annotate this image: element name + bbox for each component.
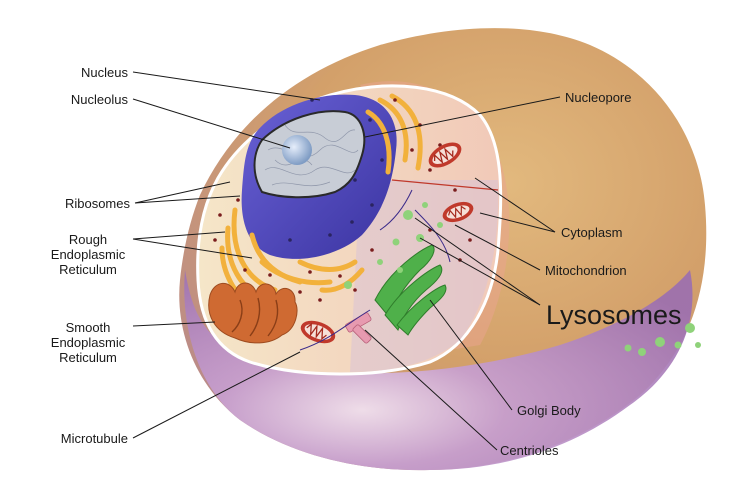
cell-lower-section	[184, 270, 693, 471]
label-rough-er-line-3: Reticulum	[59, 262, 117, 277]
microtubules	[299, 189, 451, 351]
label-smooth-er-line-1: Smooth	[65, 320, 111, 335]
label-microtubule: Microtubule	[60, 431, 128, 446]
golgi-body	[374, 244, 447, 336]
mitochondrion-right	[442, 201, 474, 223]
mitochondrion-upper	[428, 142, 462, 168]
label-nucleopore: Nucleopore	[565, 90, 632, 105]
label-ribosomes: Ribosomes	[64, 196, 130, 211]
label-rough-er: Rough Endoplasmic Reticulum	[46, 232, 130, 277]
label-lysosomes: Lysosomes	[546, 300, 682, 330]
label-smooth-er-line-2: Endoplasmic	[50, 335, 126, 350]
nuclear-pores	[288, 98, 384, 242]
label-rough-er-line-2: Endoplasmic	[50, 247, 126, 262]
label-nucleus: Nucleus	[81, 65, 128, 80]
label-golgi-body: Golgi Body	[517, 403, 581, 418]
centrioles	[345, 312, 372, 344]
lysosomes-outside	[624, 323, 701, 356]
label-centrioles: Centrioles	[500, 443, 559, 458]
label-rough-er-line-1: Rough	[68, 232, 108, 247]
label-smooth-er: Smooth Endoplasmic Reticulum	[46, 320, 130, 365]
label-smooth-er-line-3: Reticulum	[59, 350, 117, 365]
label-nucleolus: Nucleolus	[70, 92, 128, 107]
smooth-er	[208, 282, 298, 344]
label-mitochondrion: Mitochondrion	[545, 263, 627, 278]
rough-er-upper	[365, 93, 423, 175]
leader-lines	[132, 71, 561, 451]
nucleolus	[282, 135, 312, 165]
label-cytoplasm: Cytoplasm	[561, 225, 623, 240]
lysosomes-in-cell	[344, 202, 443, 289]
